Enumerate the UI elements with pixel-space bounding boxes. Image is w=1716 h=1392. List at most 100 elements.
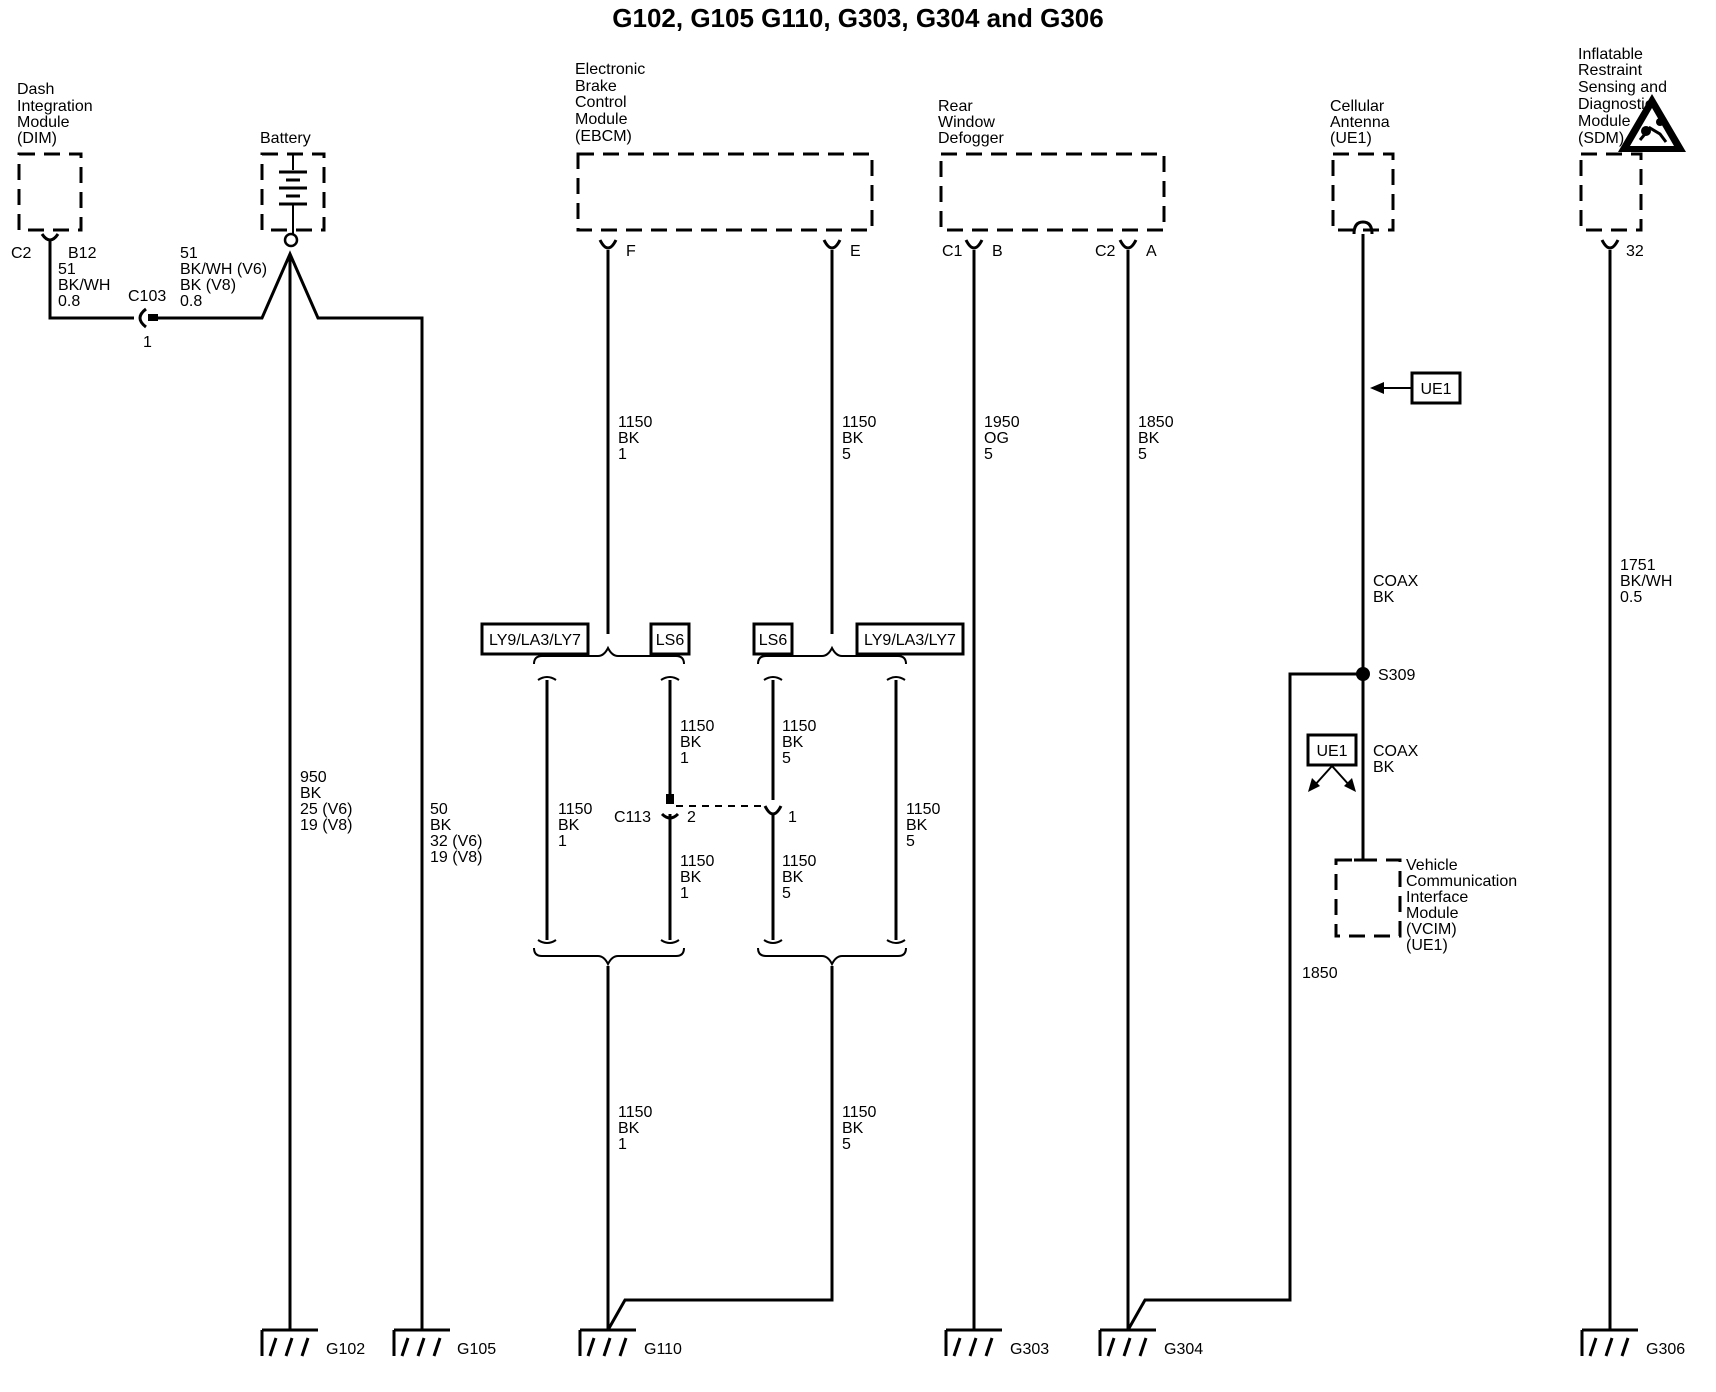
g102-wire-4: 19 (V8) <box>300 817 352 834</box>
lower-brace-right <box>757 947 907 967</box>
mid1-bot-3: 1 <box>680 885 689 902</box>
g102-wire-2: BK <box>300 785 322 802</box>
bat-wire-2: BK/WH (V6) <box>180 261 267 278</box>
dim-label-4: (DIM) <box>17 130 57 147</box>
mid2-bot-3: 5 <box>782 885 791 902</box>
c113-pin-2 <box>666 794 674 804</box>
mid2-right-ends <box>886 676 906 944</box>
mid1-top-3: 1 <box>680 750 689 767</box>
ebcm-component: Electronic Brake Control Module (EBCM) F… <box>575 61 877 634</box>
lower-brace-left <box>533 947 685 967</box>
def-a-wire-2: BK <box>1138 430 1160 447</box>
coax2-1: COAX <box>1373 743 1419 760</box>
vcim-label-2: Communication <box>1406 873 1517 890</box>
g110-wire-3: 1 <box>618 1136 627 1153</box>
ground-symbol-icon <box>1580 1328 1640 1358</box>
mid2-bot-1: 1150 <box>782 853 817 870</box>
ground-symbol-icon <box>260 1328 320 1358</box>
g105-wire-1: 50 <box>430 801 448 818</box>
dim-wire-3: 0.8 <box>58 293 80 310</box>
ebcm-e-wire-1: 1150 <box>842 414 877 431</box>
option-label-2: LS6 <box>656 632 685 649</box>
defogger-component: Rear Window Defogger C1 B C2 A 1950 OG 5… <box>938 98 1174 1330</box>
c103-pin <box>148 314 158 321</box>
dim-label-1: Dash <box>17 81 54 98</box>
mid2-top-2: BK <box>782 734 804 751</box>
c103-pin-label: 1 <box>143 334 152 351</box>
battery-harness-line <box>158 250 424 1330</box>
antenna-coax-connector <box>1352 220 1374 235</box>
ebcm-f-label: F <box>626 243 636 260</box>
mid1-top-1: 1150 <box>680 718 715 735</box>
antenna-label-2: Antenna <box>1330 114 1390 131</box>
def-a-wire-1: 1850 <box>1138 414 1174 431</box>
dim-box <box>17 152 83 232</box>
ue1-arrow-head <box>1370 382 1384 394</box>
vcim-label-4: Module <box>1406 905 1459 922</box>
sdm-wire-2: BK/WH <box>1620 573 1672 590</box>
mid2-bot-2: BK <box>782 869 804 886</box>
vcim-label-1: Vehicle <box>1406 857 1458 874</box>
option-label-3: LS6 <box>759 632 788 649</box>
sdm-component: Inflatable Restraint Sensing and Diagnos… <box>1578 46 1686 1330</box>
c103-label: C103 <box>128 288 166 305</box>
sdm-label-6: (SDM) <box>1578 130 1624 147</box>
diagram-title: G102, G105 G110, G303, G304 and G306 <box>612 3 1103 33</box>
ground-symbol-icon <box>1098 1328 1158 1358</box>
mid1-left-2: BK <box>558 817 580 834</box>
g102-wire-3: 25 (V6) <box>300 801 352 818</box>
ue1-arrow-left-head <box>1308 778 1320 792</box>
airbag-warning-icon <box>1618 94 1686 152</box>
antenna-label-1: Cellular <box>1330 98 1385 115</box>
option-box-1 <box>480 622 590 656</box>
ebcm-f-wire-3: 1 <box>618 446 627 463</box>
mid2-right-2: BK <box>906 817 928 834</box>
ebcm-e-label: E <box>850 243 861 260</box>
g110-wire2-1: 1150 <box>842 1104 877 1121</box>
bat-wire-4: 0.8 <box>180 293 202 310</box>
dim-connector-symbol <box>40 233 60 242</box>
mid1-bot-1: 1150 <box>680 853 715 870</box>
mid1-bot-2: BK <box>680 869 702 886</box>
defogger-c2-label: C2 <box>1095 243 1116 260</box>
antenna-component: Cellular Antenna (UE1) UE1 COAX BK S309 … <box>1126 98 1517 1331</box>
sdm-label-4: Diagnostic <box>1578 96 1653 113</box>
ebcm-label-3: Control <box>575 94 627 111</box>
option-circuit: C113 2 1 1150 BK 1 1150 BK 1 1150 BK 1 1… <box>533 645 941 967</box>
g110-wire-right <box>606 966 834 1331</box>
ground-symbol-icon <box>944 1328 1004 1358</box>
sdm-label-5: Module <box>1578 113 1631 130</box>
upper-brace-left <box>533 645 685 665</box>
g110-wire2-3: 5 <box>842 1136 851 1153</box>
s309-label: S309 <box>1378 667 1415 684</box>
mid1-left-ends <box>537 676 557 944</box>
battery-terminal <box>283 232 299 248</box>
ground-symbol-icon <box>392 1328 452 1358</box>
option-label-4: LY9/LA3/LY7 <box>864 632 956 649</box>
g102-wire-1: 950 <box>300 769 327 786</box>
ue1-label-a: UE1 <box>1420 381 1451 398</box>
coax2-2: BK <box>1373 759 1395 776</box>
g102-label: G102 <box>326 1341 365 1358</box>
battery-symbol-icon <box>279 154 307 236</box>
g105-wire-2: BK <box>430 817 452 834</box>
sdm-label-3: Sensing and <box>1578 79 1667 96</box>
antenna-box <box>1331 152 1395 232</box>
ebcm-f-connector <box>598 239 618 250</box>
vcim-label-5: (VCIM) <box>1406 921 1457 938</box>
mid2-top-3: 5 <box>782 750 791 767</box>
mid2-top-1: 1150 <box>782 718 817 735</box>
defogger-a-label: A <box>1146 243 1157 260</box>
battery-component: Battery <box>260 130 326 248</box>
ebcm-box <box>576 152 874 232</box>
g105-wire-labels: 50 BK 32 (V6) 19 (V8) <box>430 801 482 866</box>
ue1-arrow-left <box>1313 765 1333 787</box>
g105-label: G105 <box>457 1341 496 1358</box>
option-box-3 <box>752 622 794 656</box>
s309-wire-label: 1850 <box>1302 965 1338 982</box>
mid2-right-3: 5 <box>906 833 915 850</box>
battery-label: Battery <box>260 130 311 147</box>
ue1-label-b: UE1 <box>1316 743 1347 760</box>
defogger-box <box>939 152 1166 232</box>
